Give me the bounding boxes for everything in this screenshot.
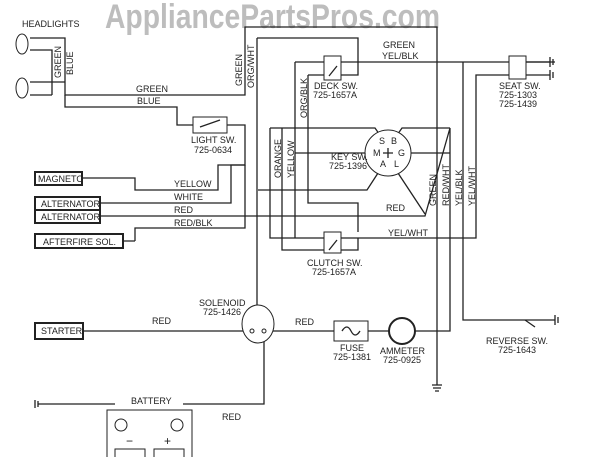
seat-switch: [508, 55, 527, 80]
alternator-box-2: [34, 209, 101, 224]
wire-label: GREEN: [428, 174, 438, 206]
wire-label: YEL/WHT: [388, 228, 429, 238]
deck-switch: [323, 55, 342, 81]
seat-sw-label: SEAT SW.: [499, 81, 541, 91]
wire-label: YEL/WHT: [467, 165, 477, 206]
reverse-sw-part: 725-1643: [498, 345, 536, 355]
wire-label: YEL/BLK: [454, 169, 464, 206]
afterfire-label: AFTERFIRE SOL.: [43, 237, 116, 247]
ammeter: [388, 317, 416, 345]
starter-label: STARTER: [41, 326, 83, 336]
battery-positive: +: [164, 434, 171, 448]
key-terminal-b: B: [391, 136, 397, 146]
green-wire: [30, 26, 438, 385]
ammeter-label: AMMETER: [380, 346, 426, 356]
deck-sw-label: DECK SW.: [314, 81, 358, 91]
org-wht-wire: [257, 37, 359, 76]
seat-sw-part-2: 725-1439: [499, 99, 537, 109]
wire-label: RED/BLK: [174, 218, 213, 228]
key-terminal-g: G: [398, 148, 405, 158]
wire-label: RED: [174, 205, 194, 215]
battery-ground-icon: [34, 400, 39, 408]
wire-label: RED/WHT: [441, 164, 451, 206]
alternator-label-2: ALTERNATOR: [41, 212, 101, 222]
solenoid: [241, 304, 275, 344]
key-sw-label: KEY SW.: [331, 152, 368, 162]
magneto-box: [34, 171, 83, 186]
fuse-part: 725-1381: [333, 352, 371, 362]
wires: [30, 26, 555, 405]
deck-sw-part: 725-1657A: [313, 90, 357, 100]
wire-label: RED: [386, 203, 406, 213]
reverse-wire: [462, 62, 555, 321]
wire-label: YELLOW: [174, 179, 212, 189]
reverse-sw-label: REVERSE SW.: [486, 336, 548, 346]
wire-label: GREEN: [234, 54, 244, 86]
reverse-ground-icon: [554, 315, 559, 325]
watermark: AppliancePartsPros.com: [105, 0, 440, 36]
key-terminal-a: A: [380, 159, 386, 169]
battery-label: BATTERY: [131, 396, 172, 406]
wire-label: GREEN: [136, 84, 168, 94]
clutch-sw-part: 725-1657A: [312, 267, 356, 277]
wire-label: YEL/BLK: [382, 51, 419, 61]
ground-icon: [432, 384, 442, 392]
clutch-switch: [323, 231, 342, 254]
wire-label: RED: [222, 412, 242, 422]
key-sw-part: 725-1396: [329, 161, 367, 171]
solenoid-part: 725-1426: [203, 307, 241, 317]
starter-box: [34, 322, 84, 340]
alternator-label-1: ALTERNATOR: [41, 199, 101, 209]
wire-label: WHITE: [174, 192, 203, 202]
wire-label: GREEN: [53, 46, 63, 78]
solenoid-label: SOLENOID: [199, 298, 246, 308]
wire-labels: GREEN BLUE GREEN BLUE GREEN ORG/WHT GREE…: [53, 40, 477, 422]
seat-ground-icon: [549, 57, 554, 80]
wire-label: ORG/WHT: [246, 44, 256, 88]
wire-label: BLUE: [137, 96, 161, 106]
seat-sw-part-1: 725-1303: [499, 90, 537, 100]
key-terminal-m: M: [373, 148, 381, 158]
red-wire: [100, 127, 451, 250]
key-terminal-s: S: [379, 136, 385, 146]
key-terminal-l: L: [394, 159, 399, 169]
headlights-label: HEADLIGHTS: [22, 19, 80, 29]
wire-label: BLUE: [65, 51, 75, 75]
light-sw-part: 725-0634: [194, 145, 232, 155]
headlight-top: [15, 33, 29, 55]
magneto-label: MAGNETO: [38, 174, 83, 184]
clutch-sw-label: CLUTCH SW.: [307, 258, 363, 268]
wire-label: ORANGE: [273, 139, 283, 178]
wire-label: RED: [295, 317, 315, 327]
wire-label: ORG/BLK: [299, 78, 309, 118]
headlight-bottom: [15, 77, 29, 99]
light-sw-label: LIGHT SW.: [191, 135, 236, 145]
light-switch: [192, 116, 228, 134]
afterfire-box: [34, 233, 124, 249]
wire-label: GREEN: [383, 40, 415, 50]
ammeter-part: 725-0925: [383, 355, 421, 365]
battery-negative: −: [126, 434, 133, 448]
wire-label: RED: [152, 316, 172, 326]
yel-wht-wire: [341, 74, 509, 239]
yellow-wire: [82, 124, 246, 191]
wire-label: YELLOW: [286, 140, 296, 178]
fuse-label: FUSE: [340, 343, 364, 353]
